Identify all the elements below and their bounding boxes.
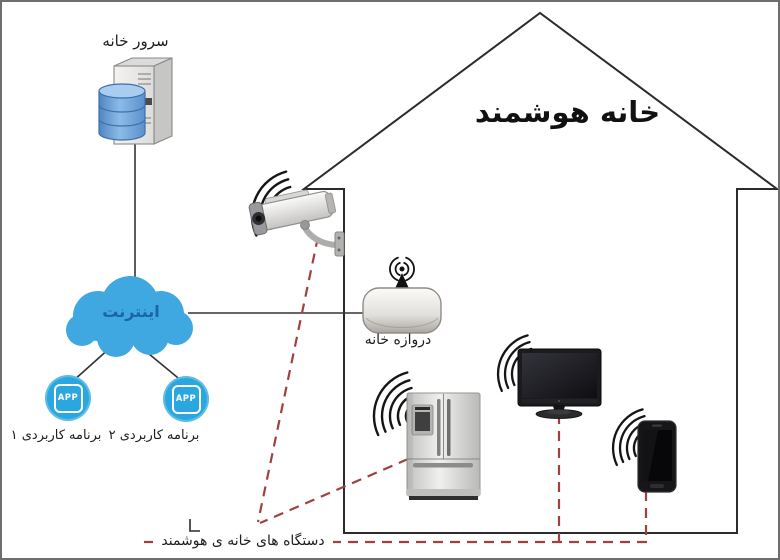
app1-label: برنامه کاربردی ۱: [10, 428, 102, 443]
corner-mark: [189, 519, 200, 532]
server-label: سرور خانه: [102, 32, 169, 50]
fridge-icon: [372, 371, 481, 500]
tv-icon: [496, 334, 602, 419]
smartphone-icon: [611, 408, 677, 493]
house-title: خانه هوشمند: [474, 95, 661, 129]
dashed-link-camera: [256, 236, 320, 523]
server-icon: [98, 57, 173, 145]
app2-label: برنامه کاربردی ۲: [108, 428, 200, 443]
app-badge: APP: [53, 383, 83, 413]
smart-devices-caption: دستگاه های خانه ی هوشمند: [153, 533, 333, 551]
camera-icon: [248, 170, 345, 257]
app1-icon: APP: [45, 375, 91, 421]
app-badge: APP: [171, 384, 201, 414]
cloud-icon: [66, 276, 193, 357]
gateway-icon: [362, 256, 442, 334]
smart-device-links: [144, 236, 648, 544]
app2-icon: APP: [163, 376, 209, 422]
gateway-label: دروازه خانه: [364, 332, 432, 348]
house-outline: [300, 11, 778, 534]
internet-label: اینترنت: [102, 302, 160, 321]
database-icon: [98, 83, 146, 141]
dashed-link-fridge: [259, 457, 409, 525]
